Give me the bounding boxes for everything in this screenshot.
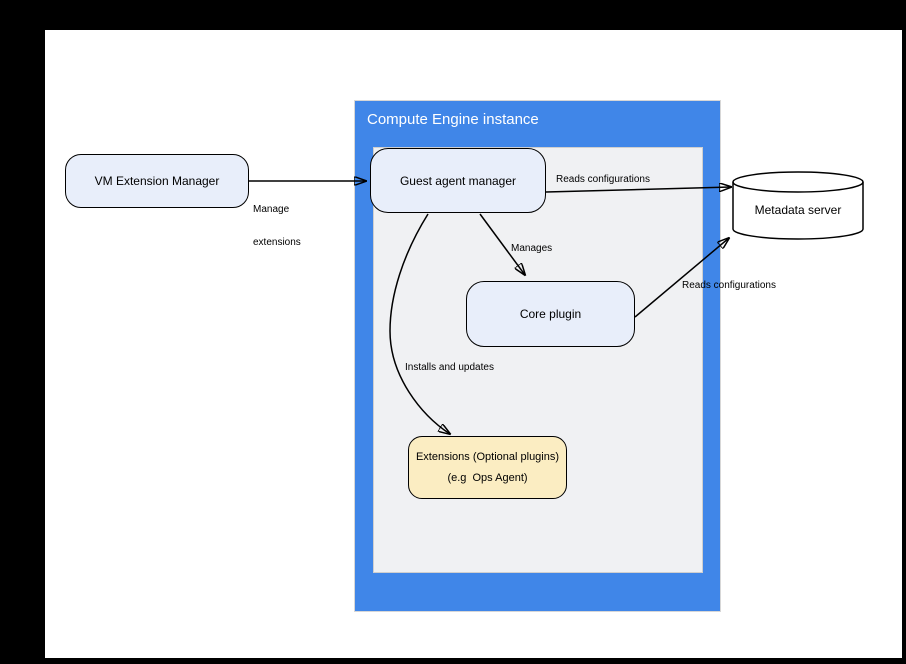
edge-label-reads-configurations-core: Reads configurations [682, 280, 776, 291]
node-guest-agent-manager: Guest agent manager [370, 148, 546, 213]
edge-label-reads-configurations-manager: Reads configurations [556, 174, 650, 185]
diagram-canvas: Compute Engine instance Guest agent [45, 30, 902, 658]
edge-label-installs-and-updates: Installs and updates [405, 362, 494, 373]
vm-extension-manager-label: VM Extension Manager [94, 174, 220, 188]
core-plugin-label: Core plugin [519, 307, 582, 321]
extensions-label-line2: (e.g Ops Agent) [447, 471, 528, 484]
guest-agent-manager-label: Guest agent manager [399, 173, 517, 188]
edge-label-manages: Manages [511, 243, 553, 254]
node-extensions-optional-plugins: Extensions (Optional plugins) (e.g Ops A… [408, 436, 567, 499]
compute-engine-instance-title: Compute Engine instance [367, 111, 539, 128]
node-metadata-server: Metadata server [732, 171, 864, 240]
node-core-plugin: Core plugin [466, 281, 635, 347]
database-cylinder-icon [732, 171, 864, 240]
node-vm-extension-manager: VM Extension Manager [65, 154, 249, 208]
extensions-label-line1: Extensions (Optional plugins) [415, 450, 560, 463]
metadata-server-label: Metadata server [754, 202, 842, 217]
edge-label-manage-extensions: Manage extensions [253, 204, 301, 248]
